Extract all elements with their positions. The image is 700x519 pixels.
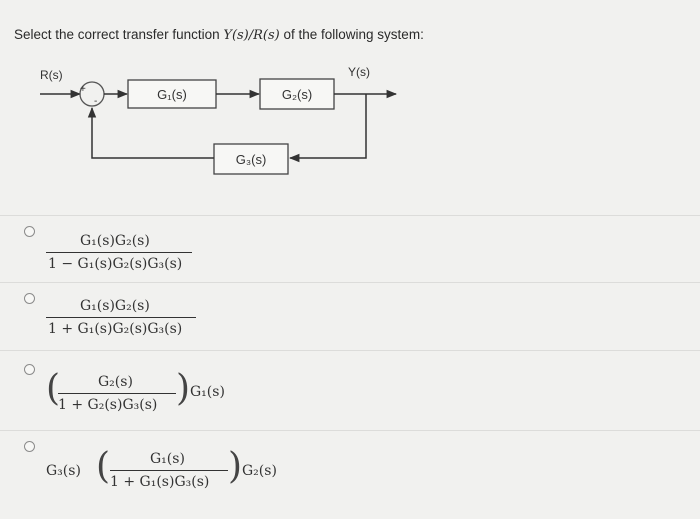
- option-1-fraction-bar: [46, 252, 192, 253]
- block-g2-label: G₂(s): [282, 87, 312, 102]
- feedback-line-right: [288, 94, 367, 163]
- option-1-denominator: 1 − G₁(s)G₂(s)G₃(s): [48, 256, 183, 272]
- option-4-numerator: G₁(s): [150, 451, 185, 467]
- option-3-denominator: 1 + G₂(s)G₃(s): [58, 397, 158, 413]
- option-4-fraction-bar: [110, 470, 228, 471]
- option-2-fraction-bar: [46, 317, 196, 318]
- question-text: Select the correct transfer function Y(s…: [14, 27, 424, 43]
- option-4-suffix: G₂(s): [242, 463, 277, 479]
- option-3-right-paren: ): [176, 368, 191, 409]
- input-label: R(s): [40, 68, 63, 82]
- block-g1-label: G₁(s): [157, 87, 187, 102]
- block-diagram: R(s) Y(s) + - G₁(s) G₂(s) G₃(s): [40, 65, 398, 175]
- option-3-suffix: G₁(s): [190, 384, 225, 400]
- plus-sign: +: [80, 84, 86, 95]
- divider: [0, 430, 700, 431]
- block-g2: [259, 78, 335, 110]
- block-g3-label: G₃(s): [236, 152, 267, 167]
- divider: [0, 215, 700, 216]
- option-3-left-paren: (: [46, 368, 61, 409]
- option-2-radio[interactable]: [24, 293, 35, 304]
- option-4-denominator: 1 + G₁(s)G₃(s): [110, 474, 210, 490]
- option-4-right-paren: ): [228, 446, 243, 487]
- option-1-numerator: G₁(s)G₂(s): [80, 233, 150, 249]
- option-3-radio[interactable]: [24, 364, 35, 375]
- option-4-left-paren: (: [96, 446, 111, 487]
- output-label: Y(s): [348, 65, 370, 79]
- option-4-radio[interactable]: [24, 441, 35, 452]
- option-2-denominator: 1 + G₁(s)G₂(s)G₃(s): [48, 321, 183, 337]
- option-3-numerator: G₂(s): [98, 374, 133, 390]
- block-g1: [127, 79, 217, 109]
- block-g3: [213, 143, 289, 175]
- option-1-radio[interactable]: [24, 226, 35, 237]
- option-3-fraction-bar: [58, 393, 176, 394]
- feedback-line-left: [87, 106, 214, 159]
- minus-sign: -: [94, 96, 97, 107]
- transfer-expression: Y(s)/R(s): [223, 28, 280, 43]
- option-4-prefix: G₃(s): [46, 463, 81, 479]
- divider: [0, 350, 700, 351]
- option-2-numerator: G₁(s)G₂(s): [80, 298, 150, 314]
- divider: [0, 282, 700, 283]
